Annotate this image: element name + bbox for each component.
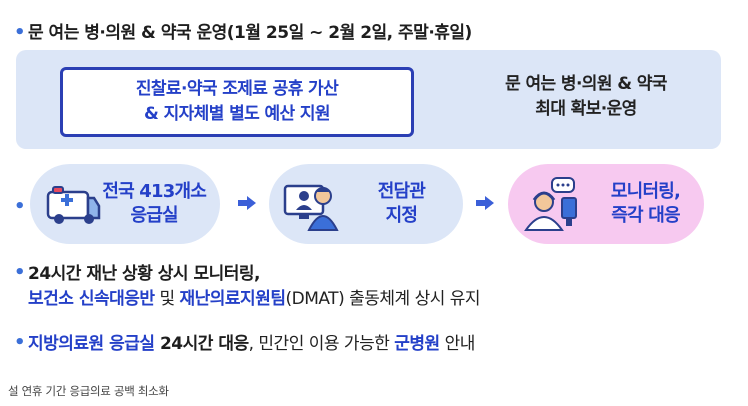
fee-support-line1: 진찰료·약국 조제료 공휴 가산 bbox=[135, 79, 339, 99]
support-panel: 진찰료·약국 조제료 공휴 가산 & 지자체별 별도 예산 지원 문 여는 병·… bbox=[16, 50, 721, 149]
flow-step-officer: 전담관 지정 bbox=[269, 164, 463, 244]
ambulance-icon bbox=[46, 186, 101, 224]
monitoring-bullet-text: 24시간 재난 상황 상시 모니터링, 보건소 신속대응반 및 재난의료지원팀(… bbox=[28, 262, 481, 312]
monitoring-bullet: • 24시간 재난 상황 상시 모니터링, 보건소 신속대응반 및 재난의료지원… bbox=[14, 262, 481, 312]
dispatch-text: (DMAT) 출동체계 상시 유지 bbox=[285, 289, 481, 309]
flow-step-line1: 전담관 bbox=[377, 181, 426, 202]
flow-step-line2: 응급실 bbox=[130, 205, 179, 226]
guidance-text: 안내 bbox=[439, 334, 476, 354]
flow-step-text: 전담관 지정 bbox=[377, 180, 426, 228]
flow-step-line2: 지정 bbox=[385, 205, 418, 226]
arrow-right-icon bbox=[238, 196, 256, 210]
monitoring-line1: 24시간 재난 상황 상시 모니터링, bbox=[28, 264, 260, 284]
max-operation-line2: 최대 확보·운영 bbox=[535, 99, 637, 119]
monitoring-line2: 보건소 신속대응반 및 재난의료지원팀(DMAT) 출동체계 상시 유지 bbox=[28, 287, 481, 312]
fee-support-line2: & 지자체별 별도 예산 지원 bbox=[144, 104, 331, 124]
bullet-dot: • bbox=[14, 196, 26, 217]
max-operation-line1: 문 여는 병·의원 & 약국 bbox=[505, 74, 667, 94]
regional-hospital-text: 지방의료원 응급실 24시간 대응, 민간인 이용 가능한 군병원 안내 bbox=[28, 332, 475, 357]
rapid-response-team: 보건소 신속대응반 bbox=[28, 289, 155, 309]
max-operation-text: 문 여는 병·의원 & 약국 최대 확보·운영 bbox=[471, 72, 701, 122]
flow-step-line1: 전국 413개소 bbox=[102, 181, 206, 202]
footnote: 설 연휴 기간 응급의료 공백 최소화 bbox=[8, 384, 169, 398]
flow-step-emergency-rooms: 전국 413개소 응급실 bbox=[30, 164, 220, 244]
headline-row: • 문 여는 병·의원 & 약국 운영(1월 25일 ~ 2월 2일, 주말·휴… bbox=[14, 22, 472, 44]
24h-response: 24시간 대응 bbox=[154, 334, 249, 354]
flow-step-text: 모니터링, 즉각 대응 bbox=[610, 180, 681, 228]
headline-text: 문 여는 병·의원 & 약국 운영(1월 25일 ~ 2월 2일, 주말·휴일) bbox=[28, 23, 472, 43]
dmat-team: 재난의료지원팀 bbox=[179, 289, 286, 309]
regional-er: 지방의료원 응급실 bbox=[28, 334, 155, 354]
regional-hospital-bullet: • 지방의료원 응급실 24시간 대응, 민간인 이용 가능한 군병원 안내 bbox=[14, 332, 475, 357]
flow-step-line1: 모니터링, bbox=[610, 181, 681, 202]
flow-step-line2: 즉각 대응 bbox=[611, 205, 680, 226]
military-hospital: 군병원 bbox=[394, 334, 440, 354]
fee-support-box: 진찰료·약국 조제료 공휴 가산 & 지자체별 별도 예산 지원 bbox=[60, 67, 414, 137]
bullet-dot: • bbox=[14, 332, 26, 353]
operator-headset-icon bbox=[524, 177, 577, 231]
arrow-right-icon bbox=[476, 196, 494, 210]
bullet-dot: • bbox=[14, 262, 26, 283]
civilian-text: , 민간인 이용 가능한 bbox=[248, 334, 395, 354]
officer-monitor-icon bbox=[283, 184, 339, 231]
flow-step-text: 전국 413개소 응급실 bbox=[102, 180, 206, 228]
flow-step-monitoring: 모니터링, 즉각 대응 bbox=[508, 164, 704, 244]
bullet-dot: • bbox=[14, 22, 26, 43]
connector-text: 및 bbox=[154, 289, 180, 309]
